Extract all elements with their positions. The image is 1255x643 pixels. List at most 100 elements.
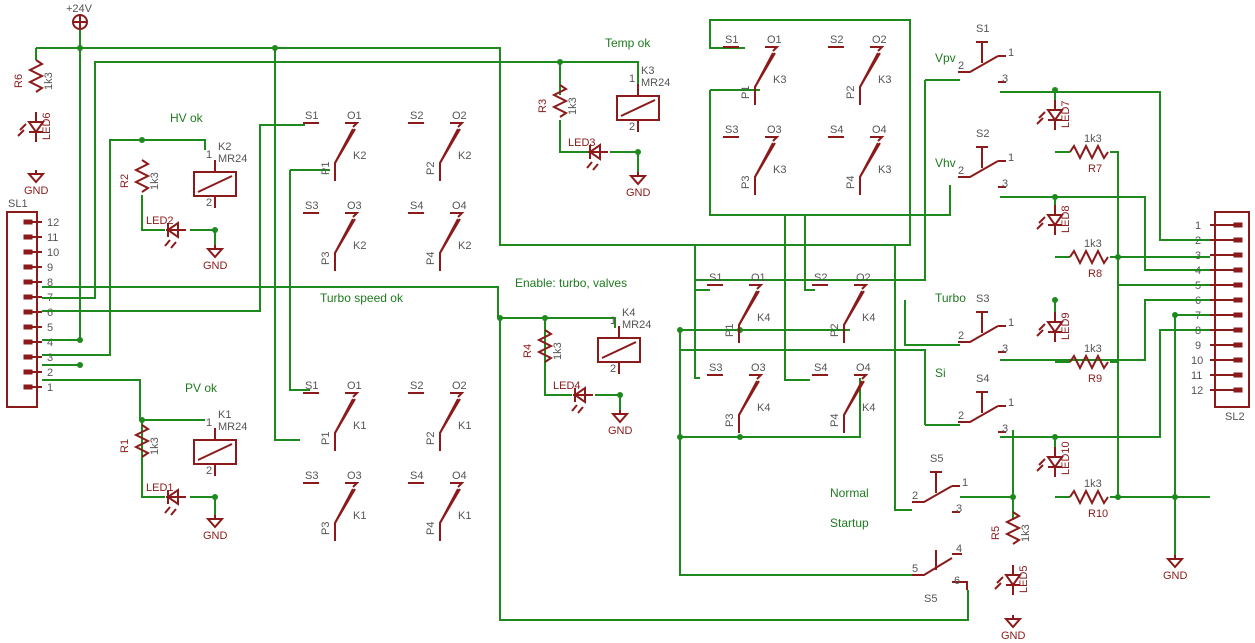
svg-text:GND: GND (203, 260, 228, 272)
svg-text:1k3: 1k3 (149, 437, 161, 455)
svg-text:S4: S4 (830, 124, 843, 136)
label-hv-ok: HV ok (170, 111, 204, 125)
svg-text:P1: P1 (724, 324, 736, 337)
svg-text:LED8: LED8 (1060, 205, 1072, 233)
svg-text:1: 1 (206, 417, 212, 429)
svg-text:K4: K4 (862, 402, 875, 414)
svg-text:P1: P1 (320, 432, 332, 445)
sl2-pin-10: 10 (1191, 355, 1243, 367)
svg-text:3: 3 (1002, 423, 1008, 435)
sl1-pin-10: 10 (23, 247, 59, 259)
sl1-pin-1: 1 (23, 382, 53, 394)
svg-text:K2: K2 (458, 240, 471, 252)
svg-text:S4: S4 (410, 470, 423, 482)
sl2-pin-9: 9 (1195, 340, 1243, 352)
svg-text:3: 3 (47, 352, 53, 364)
svg-text:O2: O2 (856, 272, 871, 284)
svg-text:2: 2 (958, 60, 964, 72)
svg-text:O2: O2 (452, 110, 467, 122)
svg-text:P1: P1 (320, 162, 332, 175)
svg-text:GND: GND (626, 187, 651, 199)
svg-text:GND: GND (1001, 630, 1026, 642)
resistor-r5: R5 1k3 (990, 511, 1032, 545)
svg-text:K2: K2 (353, 150, 366, 162)
gnd-symbol: GND (24, 170, 49, 197)
svg-text:P2: P2 (425, 432, 437, 445)
led-led3: LED3 (568, 137, 608, 171)
gnd-symbol: GND (203, 245, 228, 272)
svg-text:GND: GND (203, 530, 228, 542)
svg-text:K1: K1 (353, 510, 366, 522)
svg-text:1k3: 1k3 (1020, 524, 1032, 542)
led-led5: LED5 (994, 565, 1030, 595)
svg-text:K2: K2 (458, 150, 471, 162)
sl2-pin-11: 11 (1191, 370, 1243, 382)
gnd-symbol: GND (608, 410, 633, 437)
svg-text:1k3: 1k3 (149, 172, 161, 190)
net-labels: Temp ok HV ok Turbo speed ok Enable: tur… (8, 36, 1245, 530)
svg-text:R5: R5 (990, 526, 1002, 540)
svg-text:K3: K3 (878, 74, 891, 86)
leds: LED6LED2LED3LED4LED1LED5LED7LED8LED9LED1… (17, 100, 1072, 595)
svg-text:P2: P2 (845, 86, 857, 99)
svg-text:S2: S2 (830, 34, 843, 46)
svg-text:O1: O1 (767, 34, 782, 46)
svg-text:GND: GND (1163, 570, 1188, 582)
svg-text:K1: K1 (458, 420, 471, 432)
gnd-symbol: GND (1001, 615, 1026, 642)
svg-text:S5: S5 (930, 453, 943, 465)
svg-text:P3: P3 (320, 522, 332, 535)
svg-text:1k3: 1k3 (1084, 343, 1102, 355)
label-vhv: Vhv (935, 156, 956, 170)
power-24v-symbol: +24V (66, 3, 93, 30)
svg-text:1: 1 (629, 73, 635, 85)
label-turbo: Turbo (935, 291, 966, 305)
svg-text:2: 2 (206, 465, 212, 477)
power-24v-label: +24V (66, 3, 93, 15)
svg-text:12: 12 (1191, 385, 1203, 397)
svg-text:9: 9 (47, 262, 53, 274)
svg-text:S2: S2 (976, 128, 989, 140)
svg-text:P1: P1 (740, 86, 752, 99)
led-led10: LED10 (1036, 441, 1072, 477)
sl1-pin-11: 11 (23, 232, 58, 244)
svg-text:6: 6 (47, 307, 53, 319)
svg-text:8: 8 (47, 277, 53, 289)
svg-text:1: 1 (962, 477, 968, 489)
svg-text:2: 2 (206, 197, 212, 209)
label-sl2: SL2 (1225, 411, 1245, 423)
svg-text:3: 3 (956, 503, 962, 515)
svg-text:O3: O3 (347, 470, 362, 482)
svg-text:2: 2 (610, 363, 616, 375)
svg-text:12: 12 (47, 217, 59, 229)
svg-text:2: 2 (958, 410, 964, 422)
svg-text:2: 2 (47, 367, 53, 379)
label-sl1: SL1 (8, 198, 28, 210)
svg-text:S1: S1 (305, 110, 318, 122)
svg-text:1: 1 (1008, 317, 1014, 329)
svg-text:5: 5 (47, 322, 53, 334)
svg-text:K4: K4 (757, 312, 770, 324)
sl1-body (6, 211, 38, 408)
